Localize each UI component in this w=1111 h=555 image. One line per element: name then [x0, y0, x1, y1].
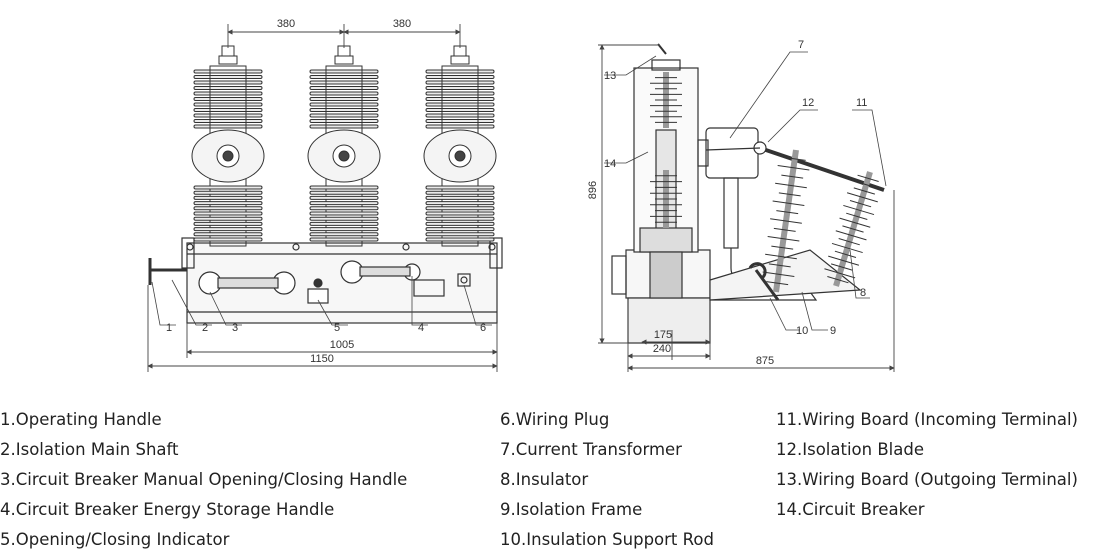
callout-6: 6 [480, 322, 486, 334]
callout-9: 9 [830, 325, 836, 337]
dim-side-total-width: 875 [756, 355, 774, 367]
side-insulator-8 [824, 171, 882, 287]
support-rod-insulator [762, 149, 810, 293]
front-poles [191, 45, 497, 247]
side-insulators [650, 72, 882, 293]
callout-11: 11 [856, 97, 867, 109]
callout-3: 3 [232, 322, 238, 334]
indicator [307, 278, 329, 304]
side-dimensions [598, 44, 895, 372]
callout-1: 1 [166, 322, 172, 334]
legend-item-1: 1.Operating Handle [0, 410, 162, 429]
legend-item-12: 12.Isolation Blade [776, 440, 924, 459]
callout-12: 12 [802, 97, 814, 109]
legend-item-5: 5.Opening/Closing Indicator [0, 530, 230, 549]
nameplate [413, 279, 445, 297]
legend-item-11: 11.Wiring Board (Incoming Terminal) [776, 410, 1078, 429]
dim-front-total-width: 1150 [310, 353, 334, 365]
front-view [148, 237, 503, 324]
callout-8: 8 [860, 287, 866, 299]
legend-item-10: 10.Insulation Support Rod [500, 530, 714, 549]
dim-side-base-outer: 240 [653, 343, 671, 355]
side-breaker-insulator-lower [650, 170, 682, 228]
front-dimensions [147, 24, 498, 372]
dim-front-spacing-1: 380 [277, 18, 295, 30]
callout-14: 14 [604, 158, 616, 170]
legend-item-9: 9.Isolation Frame [500, 500, 643, 519]
callout-13: 13 [604, 70, 616, 82]
callout-4: 4 [418, 322, 424, 334]
legend-item-13: 13.Wiring Board (Outgoing Terminal) [776, 470, 1078, 489]
front-pole-1 [191, 45, 265, 247]
callout-5: 5 [334, 322, 340, 334]
legend-item-8: 8.Insulator [500, 470, 589, 489]
callout-2: 2 [202, 322, 208, 334]
dim-side-height: 896 [587, 181, 599, 199]
legend-item-6: 6.Wiring Plug [500, 410, 610, 429]
dim-front-inner-width: 1005 [330, 339, 354, 351]
legend-item-2: 2.Isolation Main Shaft [0, 440, 179, 459]
legend-item-7: 7.Current Transformer [500, 440, 682, 459]
legend-item-3: 3.Circuit Breaker Manual Opening/Closing… [0, 470, 408, 489]
front-callout-leaders [151, 276, 492, 326]
legend-item-4: 4.Circuit Breaker Energy Storage Handle [0, 500, 335, 519]
dim-front-spacing-2: 380 [393, 18, 411, 30]
side-breaker-insulator-upper [650, 72, 682, 128]
front-pole-3 [423, 45, 497, 247]
legend-item-14: 14.Circuit Breaker [776, 500, 925, 519]
manual-handle [198, 271, 296, 295]
dim-side-base-inner: 175 [654, 329, 672, 341]
callout-7: 7 [798, 39, 804, 51]
front-pole-2 [307, 45, 381, 247]
callout-10: 10 [796, 325, 808, 337]
side-callout-leaders [604, 51, 887, 331]
isolation-blade [759, 146, 885, 192]
technical-drawing: 380 380 1005 1150 1 2 3 4 5 6 [147, 18, 895, 372]
